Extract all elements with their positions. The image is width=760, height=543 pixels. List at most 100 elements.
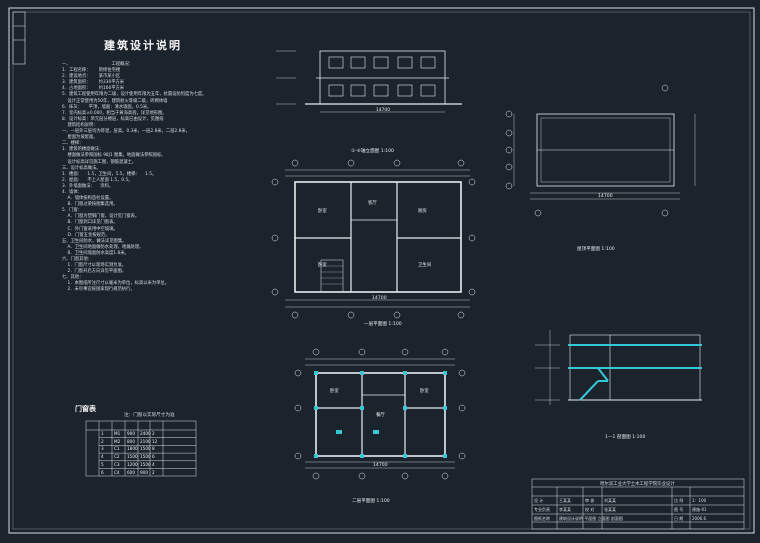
note-line: 二、楼梯： xyxy=(62,141,84,147)
door-table-title: 门窗表 xyxy=(75,405,96,413)
note-line: 设计标高详见施工图，钢筋混凝土。 xyxy=(62,159,137,165)
title-block-cell: 比 例 xyxy=(674,498,684,503)
note-line: 建筑结构说明： xyxy=(62,122,98,128)
door-table-cell: 2400 xyxy=(140,431,151,436)
title-block-cell: 日 期 xyxy=(674,516,684,521)
door-table-grid xyxy=(85,420,197,477)
door-table-note: 注：门窗以实际尺寸为准 xyxy=(124,413,175,418)
elevation-drawing xyxy=(276,50,462,113)
door-table-cell: 3 xyxy=(101,446,104,452)
roof-dimension: 14700 xyxy=(598,194,613,199)
door-table-cell: 6 xyxy=(152,454,155,460)
title-block-cell: 李某某 xyxy=(559,507,571,512)
note-line: 六、门窗其他： xyxy=(62,257,93,262)
note-line: 五、卫生间防水，做法详见图集。 xyxy=(62,238,127,244)
door-table-cell: 5 xyxy=(101,461,104,467)
door-table-cell: 1500 xyxy=(127,454,138,460)
title-block-grid xyxy=(531,478,745,530)
structural-columns xyxy=(314,371,447,458)
title-block-cell: 2006.6 xyxy=(692,516,706,521)
plan2-label: 二层平面图 1:100 xyxy=(352,499,390,504)
door-table-cell: 4 xyxy=(101,454,104,460)
title-block-cell: 审 核 xyxy=(585,498,595,503)
note-line: 5．门窗： xyxy=(62,208,82,214)
door-table-cell: C1 xyxy=(114,446,120,452)
note-line: 3．建筑面积： 约330平方米 xyxy=(62,80,125,86)
title-block-cell: 1：100 xyxy=(692,498,707,503)
note-line: 三、设计标高做法。 xyxy=(62,165,101,171)
room-label: 卫生间 xyxy=(418,263,432,268)
title-block-cell: 王某某 xyxy=(559,498,571,503)
section-level-marks xyxy=(535,330,560,405)
note-line: A．墙体按构造柱设置。 xyxy=(62,196,114,202)
plan1-label: 一层平面图 1:100 xyxy=(364,322,402,327)
room-label: 卧室 xyxy=(330,389,339,394)
door-table-cell: C4 xyxy=(114,469,120,475)
door-table-cell: C3 xyxy=(114,461,120,467)
note-line: A．门窗为塑钢门窗，设计见门窗表。 xyxy=(62,214,140,220)
note-line: B．门窗过梁按图集选用。 xyxy=(62,202,118,208)
door-table-cell: 6 xyxy=(101,469,104,475)
door-table-cell: 800 xyxy=(127,438,135,444)
door-table-cell: 900 xyxy=(127,431,135,436)
door-table-cell: M2 xyxy=(114,438,121,444)
door-table-cell: 1500 xyxy=(140,446,151,452)
room-label: 卧室 xyxy=(420,389,429,394)
section-label: 1—1 剖面图 1:100 xyxy=(605,435,646,440)
note-line: 1．建筑的楼面做法： xyxy=(62,147,104,153)
note-line: 七、其他： xyxy=(62,275,84,281)
note-line: 3．外墙面做法： 涂料。 xyxy=(62,183,114,189)
note-line: 一、 工程概况： xyxy=(62,62,134,67)
elevation-dimension: 14700 xyxy=(376,107,390,113)
title-block-cell: 建施-01 xyxy=(692,507,707,512)
door-table-cell: 2 xyxy=(152,469,155,475)
door-table-cell: 12 xyxy=(152,438,158,444)
note-line: D．门窗五金按规范。 xyxy=(62,232,110,238)
room-label: 餐厅 xyxy=(376,413,385,418)
roof-axis-bubbles xyxy=(505,84,669,217)
room-label: 客厅 xyxy=(368,201,377,206)
door-table-cell: 600 xyxy=(127,469,135,475)
door-table-cell: 4 xyxy=(152,461,155,467)
note-line: 1．楼面： 1.5，卫生间，5.5，楼梯： 1.5。 xyxy=(62,171,157,177)
door-table-cell: 1800 xyxy=(127,446,138,452)
title-block-cell: 图纸名称 xyxy=(534,516,550,521)
note-line: 2．门窗开启方向详见平面图。 xyxy=(62,269,127,275)
door-table-cell: 2 xyxy=(101,438,104,444)
note-line: 1．门窗尺寸以现场实测为准。 xyxy=(62,263,127,269)
room-label: 厨房 xyxy=(418,209,427,214)
note-line: B．卫生间墙面防水高度1.8米。 xyxy=(62,250,129,256)
first-floor-plan xyxy=(285,169,470,308)
note-line: 6．抹灰： 平顶，墙面：清水墙面，0.5米。 xyxy=(62,104,152,110)
note-line: 7．室内标高±0.000，相当于黄海高程，详见地形图。 xyxy=(62,110,167,116)
note-line: 2．未尽事宜按国家现行规范执行。 xyxy=(62,287,135,293)
sheet-title: 建筑设计说明 xyxy=(104,39,182,52)
door-table-cell: 900 xyxy=(140,469,148,475)
room-label: 卧室 xyxy=(318,263,327,268)
note-line: 2．建设地点： 某市某小区 xyxy=(62,74,121,80)
note-line: 楼面做法参照国标 98J1 图集，地面做法参照国标。 xyxy=(62,153,166,159)
door-table-cell: 2100 xyxy=(140,438,151,444)
title-block-cell: 张某某 xyxy=(604,507,616,512)
roof-label: 屋顶平面图 1:100 xyxy=(577,247,615,252)
title-block-cell: 专业负责 xyxy=(534,507,550,512)
note-line: C．外门窗采用中空玻璃。 xyxy=(62,226,118,232)
door-table-cell: M1 xyxy=(114,431,121,436)
note-line: 4．墙体： xyxy=(62,189,82,195)
note-line: 4．占地面积： 约166平方米 xyxy=(62,86,125,92)
note-line: 5．建筑工程使用年限为二级，设计使用年限为五年，抗震设防烈度为七度。 xyxy=(62,92,207,98)
title-block-school: 哈尔滨工业大学土木工程学院毕业设计 xyxy=(600,482,675,487)
title-block-cell: 建筑设计说明 平面图 立面图 剖面图 xyxy=(559,516,623,521)
plan1-axis-bubbles xyxy=(271,159,476,319)
note-line: 1．本图纸所注尺寸以毫米为单位，标高以米为单位。 xyxy=(62,281,170,287)
section-slabs xyxy=(568,344,702,401)
plan2-dimension: 14700 xyxy=(373,463,388,468)
note-line: 屋面为坡屋面。 xyxy=(62,135,98,141)
door-table-cell: 1200 xyxy=(127,461,138,467)
door-table-cell: C2 xyxy=(114,454,120,460)
note-line: 一、一层外三层均为砖混，层高。0.3米，一层2.8米，二层2.8米， xyxy=(62,129,190,135)
title-block-cell: 设 计 xyxy=(534,498,544,503)
